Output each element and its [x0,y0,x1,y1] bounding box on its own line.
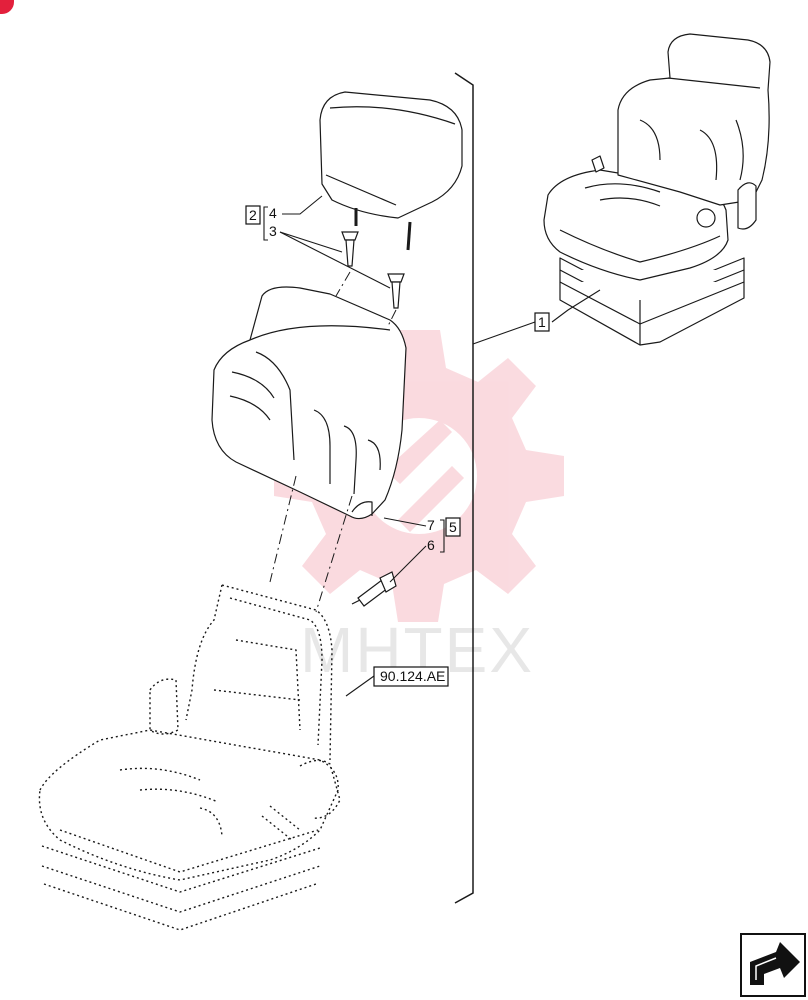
callout-4: 4 [269,205,277,221]
assembly-lines [269,271,397,613]
headrest-guide-part [341,231,405,309]
callout-3: 3 [269,223,277,239]
next-page-arrow-icon[interactable] [740,933,806,997]
reference-box [373,666,449,687]
callout-1: 1 [538,314,546,330]
leader-lines [263,195,601,697]
callout-box-5 [445,517,461,537]
callout-5: 5 [449,519,457,535]
callout-6: 6 [427,537,435,553]
screw-part [351,571,397,607]
callout-box-1 [534,312,550,332]
callout-7: 7 [427,517,435,533]
dotted-seat-drawing [38,584,341,931]
reference-label: 90.124.AE [380,668,445,684]
bracket-divider [454,72,474,904]
complete-seat-drawing [543,33,771,346]
backrest-cover-drawing [211,286,407,520]
callout-2: 2 [249,207,257,223]
callout-box-2 [245,205,261,225]
headrest-drawing [319,91,463,251]
